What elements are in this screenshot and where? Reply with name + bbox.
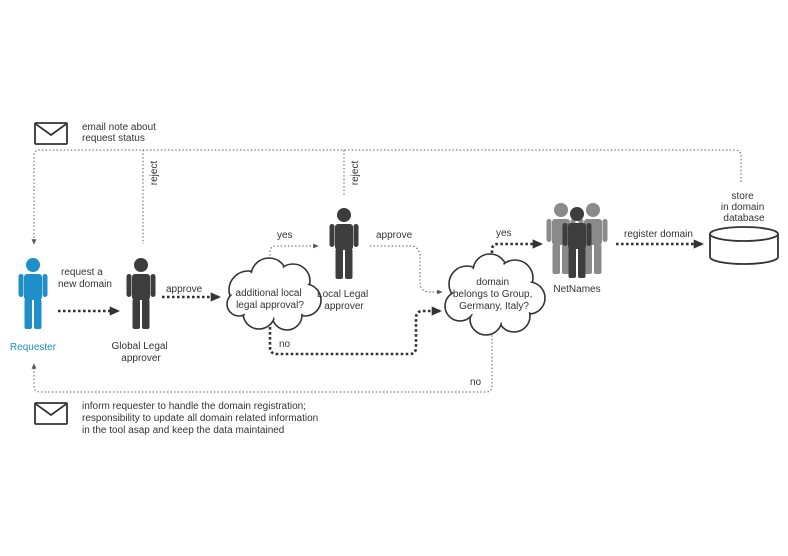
request-domain-label: request a new domain bbox=[58, 267, 112, 290]
decision-local-approval-text: additional local legal approval? bbox=[236, 288, 305, 311]
database-cylinder-icon bbox=[709, 226, 779, 265]
no-local-label: no bbox=[279, 339, 291, 350]
requester-person-icon bbox=[18, 258, 48, 329]
email-status-note: email note about request status bbox=[82, 122, 159, 144]
local-legal-person-icon bbox=[329, 208, 359, 279]
inform-requester-note: inform requester to handle the domain re… bbox=[82, 401, 321, 436]
approve-local-line bbox=[370, 245, 443, 295]
local-legal-label: Local Legal approver bbox=[317, 289, 371, 312]
register-domain-label: register domain bbox=[624, 229, 693, 240]
decision-domain-group-text: domain belongs to Group, Germany, Italy? bbox=[453, 277, 535, 312]
global-legal-person-icon bbox=[126, 258, 156, 329]
decision-domain-group-cloud: domain belongs to Group, Germany, Italy? bbox=[444, 253, 546, 336]
netnames-group-icon bbox=[546, 203, 608, 278]
email-status-envelope-icon bbox=[34, 122, 68, 145]
approve-local-label: approve bbox=[376, 230, 413, 241]
reject-local-label: reject bbox=[350, 161, 361, 186]
feedback-top-line bbox=[31, 149, 742, 245]
netnames-label: NetNames bbox=[553, 284, 600, 295]
yes-local-line bbox=[269, 243, 319, 270]
no-group-line bbox=[31, 328, 493, 393]
no-group-label: no bbox=[470, 377, 482, 388]
database-label: store in domain database bbox=[721, 191, 767, 224]
approve-global-label: approve bbox=[166, 284, 203, 295]
requester-label: Requester bbox=[10, 342, 57, 353]
yes-local-label: yes bbox=[277, 230, 293, 241]
yes-group-arrow bbox=[490, 239, 544, 258]
inform-requester-envelope-icon bbox=[34, 402, 68, 425]
reject-global-label: reject bbox=[149, 161, 160, 186]
yes-group-label: yes bbox=[496, 228, 512, 239]
global-legal-label: Global Legal approver bbox=[112, 341, 171, 364]
no-local-arrow bbox=[268, 306, 443, 356]
decision-local-approval-cloud: additional local legal approval? bbox=[226, 257, 322, 331]
